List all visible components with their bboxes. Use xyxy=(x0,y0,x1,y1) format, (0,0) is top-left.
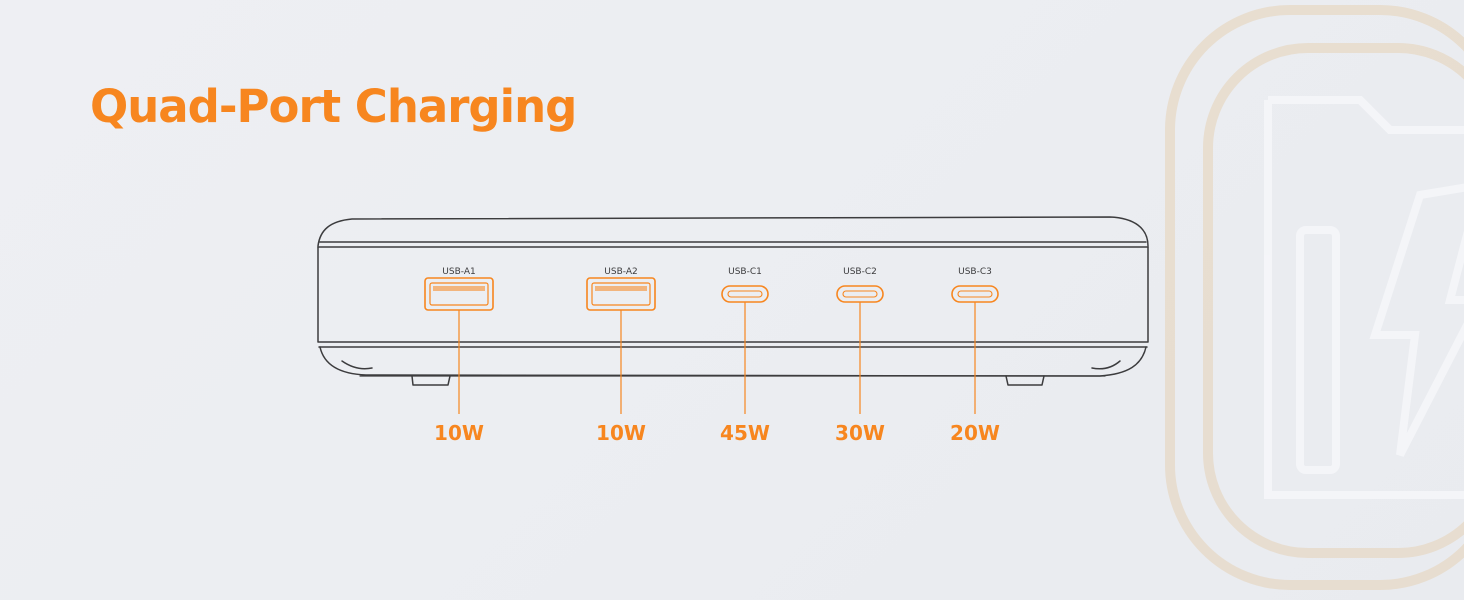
port-label: USB-C3 xyxy=(958,267,992,277)
usb-a-port-1 xyxy=(424,277,494,414)
usb-c-port-3 xyxy=(721,285,769,414)
ports-group xyxy=(424,277,999,414)
device-top-edge xyxy=(317,216,1149,247)
usb-c-port-5 xyxy=(951,285,999,414)
port-wattage: 10W xyxy=(596,421,646,445)
port-label: USB-A2 xyxy=(604,267,638,277)
usb-c-port-4 xyxy=(836,285,884,414)
charger-watermark-icon xyxy=(1165,5,1464,590)
headline: Quad-Port Charging xyxy=(90,80,577,133)
port-wattage: 45W xyxy=(720,421,770,445)
port-label: USB-C2 xyxy=(843,267,877,277)
usb-a-port-2 xyxy=(586,277,656,414)
device-front-panel xyxy=(317,246,1149,343)
port-wattage: 30W xyxy=(835,421,885,445)
port-wattage: 20W xyxy=(950,421,1000,445)
device-bottom-edge xyxy=(319,346,1147,377)
port-wattage: 10W xyxy=(434,421,484,445)
port-label: USB-C1 xyxy=(728,267,762,277)
port-label: USB-A1 xyxy=(442,267,476,277)
